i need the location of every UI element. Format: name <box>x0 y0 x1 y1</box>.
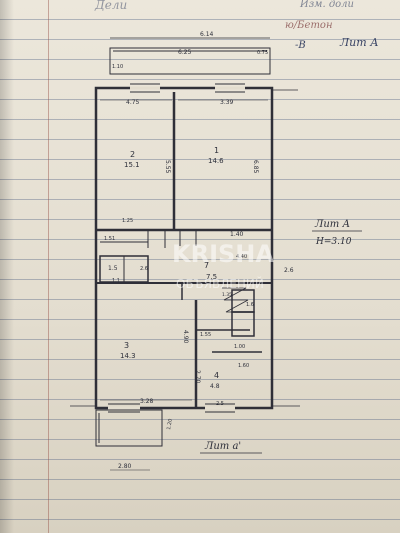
room-wc-box <box>231 311 255 337</box>
dim-room3-width: 3.28 <box>140 398 154 405</box>
room3-area: 14.3 <box>120 352 136 360</box>
dim-top-balcony-side: 1.10 <box>112 64 123 70</box>
dim-room1-width: 3.39 <box>220 99 234 106</box>
note-a: 2.6 <box>140 266 148 272</box>
outer-walls <box>94 86 274 410</box>
room1-area: 14.6 <box>208 157 224 165</box>
header-note-right: Изм. доли <box>300 0 354 10</box>
dim-kitchen-w: 1.55 <box>200 332 211 338</box>
dim-hall-b: 2.6 <box>284 267 294 274</box>
dim-room3-height: 4.90 <box>182 330 189 344</box>
dim-room2-height: 5.55 <box>164 160 171 174</box>
dim-bath-w: 1.00 <box>234 344 245 350</box>
dim-hall-width: 4.40 <box>236 254 247 260</box>
dim-top-balcony: 6.25 <box>178 49 192 56</box>
dim-balcony-bottom-side: 1.20 <box>166 418 174 430</box>
bottom-balcony <box>95 409 163 447</box>
watermark-sub: ОБЪЯВЛЕНИЙ <box>176 276 264 291</box>
room3-number: 3 <box>124 341 129 350</box>
dim-wc-w: 1.60 <box>238 363 249 369</box>
dim-balcony-bottom-width: 2.80 <box>118 463 132 470</box>
label-litera-a1: Лит а' <box>204 441 241 452</box>
header-litera: Лит А <box>340 36 379 49</box>
room2-number: 2 <box>130 150 135 159</box>
dim-hall-length: 1.40 <box>230 231 244 238</box>
room5-box <box>231 289 255 313</box>
room2-area: 15.1 <box>124 161 140 169</box>
room4-area: 4.8 <box>210 383 220 390</box>
stairs <box>222 287 250 313</box>
note-left: 1.1 <box>112 278 120 284</box>
dim-kitchen-h: 2.70 <box>194 370 201 384</box>
room6-area: 1.5 <box>108 265 118 272</box>
label-height: H=3.10 <box>315 237 352 247</box>
room1-number: 1 <box>214 146 219 155</box>
dim-room2-width: 4.75 <box>126 99 140 106</box>
watermark-brand: KRISHA <box>172 240 274 268</box>
label-litera-a: Лит А <box>314 219 350 230</box>
dim-top-balcony-corner: 0.75 <box>257 50 268 56</box>
header-note-right-2: ю/Бетон <box>285 20 333 31</box>
dim-hall-a: 1.51 <box>104 236 115 242</box>
dim-kitchen-bottom: 2.5 <box>216 401 224 407</box>
dim-overall-width: 6.14 <box>200 31 214 38</box>
dim-stair-a: 1.35 <box>222 292 232 298</box>
room5-area: 1.6 <box>246 302 254 308</box>
room7-number: 7 <box>204 261 209 270</box>
dim-hall-small: 1.25 <box>122 218 133 224</box>
room7-area: 7.5 <box>206 273 217 281</box>
margin-line <box>48 0 49 533</box>
room4-number: 4 <box>214 371 219 380</box>
header-note-left: Дели <box>95 0 128 12</box>
top-balcony <box>109 47 271 75</box>
dim-room1-height: 6.85 <box>252 160 259 174</box>
header-mark: -В <box>295 40 306 51</box>
